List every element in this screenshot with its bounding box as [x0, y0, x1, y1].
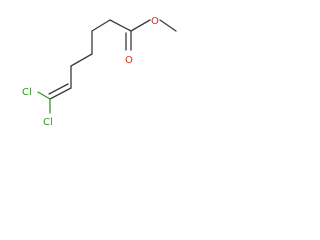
bond-c2-c3: [91, 19, 111, 32]
bond-c6-c7-a: [49, 87, 72, 100]
chemical-structure: O O Cl Cl: [22, 16, 177, 128]
bond-c1-o-ester: [130, 19, 151, 32]
bond-c6-c7-b: [48, 83, 69, 95]
atom-o-ester: O: [151, 16, 159, 27]
atom-cl-1: Cl: [22, 87, 32, 98]
bond-c4-c5: [70, 53, 93, 67]
atom-cl-2: Cl: [43, 117, 53, 128]
bond-o-methyl: [159, 19, 177, 32]
bond-c1-c2: [109, 19, 132, 32]
bond-c7-cl1: [37, 91, 51, 100]
atom-o-carbonyl: O: [125, 55, 133, 66]
